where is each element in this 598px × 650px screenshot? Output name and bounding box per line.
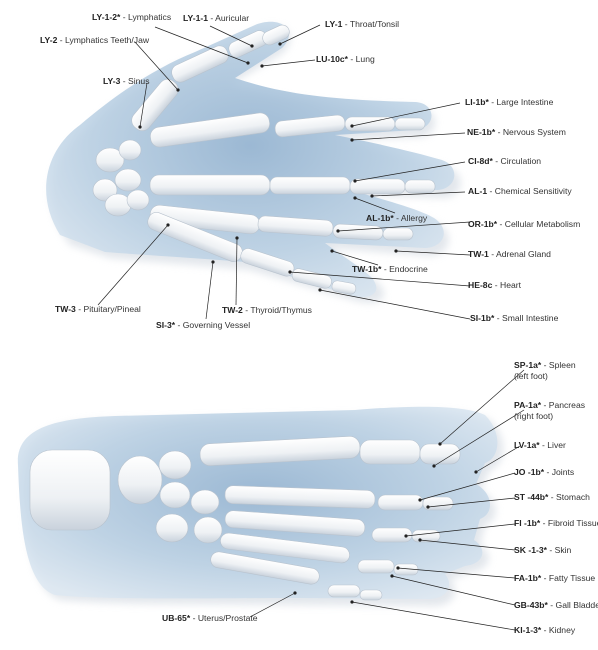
label-or1b: OR-1b* - Cellular Metabolism <box>468 219 580 230</box>
label-he8c: HE-8c - Heart <box>468 280 521 291</box>
label-ly2: LY-2 - Lymphatics Teeth/Jaw <box>40 35 149 46</box>
label-ub65: UB-65* - Uterus/Prostate <box>162 613 258 624</box>
label-tw1b: TW-1b* - Endocrine <box>352 264 428 275</box>
label-li1b: LI-1b* - Large Intestine <box>465 97 553 108</box>
label-lv1a: LV-1a* - Liver <box>514 440 566 451</box>
label-pa1a: PA-1a* - Pancreas(right foot) <box>514 400 585 422</box>
label-si3: SI-3* - Governing Vessel <box>156 320 250 331</box>
label-fi1b: FI -1b* - Fibroid Tissue <box>514 518 598 529</box>
label-jo1b: JO -1b* - Joints <box>514 467 574 478</box>
label-ly11: LY-1-1 - Auricular <box>183 13 249 24</box>
hand-illustration <box>46 22 461 303</box>
label-tw1: TW-1 - Adrenal Gland <box>468 249 551 260</box>
label-al1: AL-1 - Chemical Sensitivity <box>468 186 572 197</box>
label-sk13: SK -1-3* - Skin <box>514 545 571 556</box>
label-ki13: KI-1-3* - Kidney <box>514 625 575 636</box>
label-si1b: SI-1b* - Small Intestine <box>470 313 558 324</box>
label-sp1a: SP-1a* - Spleen(left foot) <box>514 360 576 382</box>
label-ly3: LY-3 - Sinus <box>103 76 150 87</box>
label-ne1b: NE-1b* - Nervous System <box>467 127 566 138</box>
label-al1b: AL-1b* - Allergy <box>366 213 427 224</box>
label-tw2: TW-2 - Thyroid/Thymus <box>222 305 312 316</box>
label-st44b: ST -44b* - Stomach <box>514 492 590 503</box>
label-tw3: TW-3 - Pituitary/Pineal <box>55 304 141 315</box>
foot-illustration <box>18 407 503 606</box>
label-ly1: LY-1 - Throat/Tonsil <box>325 19 399 30</box>
label-lu10c: LU-10c* - Lung <box>316 54 375 65</box>
label-fa1b: FA-1b* - Fatty Tissue <box>514 573 595 584</box>
label-ly12: LY-1-2* - Lymphatics <box>92 12 171 23</box>
label-ci8d: CI-8d* - Circulation <box>468 156 541 167</box>
label-gb43b: GB-43b* - Gall Bladder <box>514 600 598 611</box>
